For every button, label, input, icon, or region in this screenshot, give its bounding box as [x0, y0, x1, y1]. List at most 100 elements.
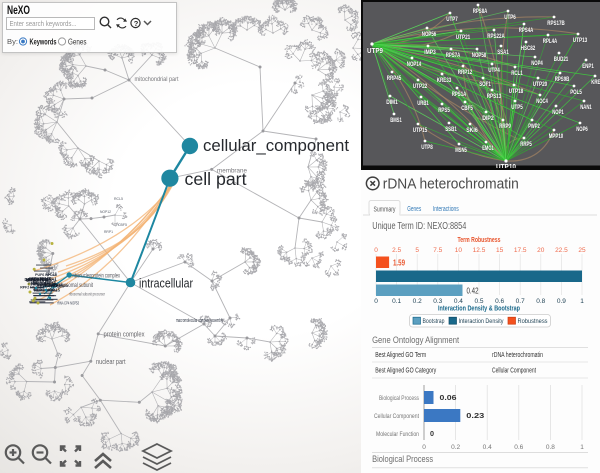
- svg-text:NOP58: NOP58: [472, 52, 487, 59]
- svg-text:0.1: 0.1: [392, 298, 401, 305]
- svg-text:RPL16A NOP2: RPL16A NOP2: [31, 282, 60, 287]
- svg-text:0.7: 0.7: [516, 298, 525, 305]
- svg-text:NOP4: NOP4: [531, 60, 543, 67]
- svg-text:Biological Process: Biological Process: [379, 395, 419, 402]
- svg-text:NAN1: NAN1: [580, 104, 592, 111]
- svg-text:RPS9B: RPS9B: [555, 76, 570, 83]
- svg-text:Summary: Summary: [374, 207, 396, 214]
- svg-text:RCL1: RCL1: [511, 70, 523, 77]
- svg-text:7.5: 7.5: [433, 247, 442, 254]
- svg-text:0.8: 0.8: [536, 298, 545, 305]
- svg-text:KRE33: KRE33: [437, 77, 452, 84]
- svg-text:0: 0: [374, 247, 378, 254]
- svg-text:MPP10: MPP10: [549, 133, 564, 140]
- svg-text:RLP24 RPL26: RLP24 RPL26: [37, 283, 65, 288]
- svg-text:DIM1: DIM1: [386, 99, 398, 106]
- svg-text:RPS5: RPS5: [438, 107, 450, 114]
- svg-text:SOF1: SOF1: [479, 81, 491, 88]
- svg-text:0.2: 0.2: [413, 298, 422, 305]
- svg-text:0: 0: [430, 429, 434, 438]
- svg-text:UTP5: UTP5: [511, 104, 523, 111]
- svg-text:Interaction Density: Interaction Density: [459, 318, 505, 325]
- svg-text:0.3: 0.3: [433, 298, 442, 305]
- svg-text:NOP12 RPL4A: NOP12 RPL4A: [40, 283, 64, 287]
- svg-text:Gene Ontology Alignment: Gene Ontology Alignment: [372, 335, 459, 345]
- svg-text:12.5: 12.5: [473, 247, 486, 254]
- svg-text:cell part: cell part: [185, 169, 247, 189]
- svg-text:RPF2 NSA2: RPF2 NSA2: [20, 286, 39, 290]
- svg-text:0.4: 0.4: [483, 444, 492, 451]
- svg-text:Unique Term ID: NEXO:8854: Unique Term ID: NEXO:8854: [372, 221, 466, 232]
- svg-text:POL5: POL5: [570, 89, 582, 96]
- svg-text:15: 15: [496, 247, 504, 254]
- svg-text:MSN5: MSN5: [455, 147, 467, 154]
- svg-text:Interactions: Interactions: [433, 206, 459, 213]
- svg-text:UTP22: UTP22: [413, 83, 428, 90]
- svg-text:1: 1: [580, 444, 584, 451]
- svg-text:UTP9: UTP9: [367, 48, 383, 55]
- svg-text:BRX1 RPL35: BRX1 RPL35: [33, 282, 55, 286]
- svg-text:PWP2: PWP2: [528, 123, 540, 130]
- svg-text:NOP12: NOP12: [100, 209, 112, 214]
- svg-text:CBF5: CBF5: [118, 222, 128, 227]
- svg-text:20: 20: [537, 247, 545, 254]
- svg-text:SSB1: SSB1: [445, 126, 457, 133]
- svg-text:0.2: 0.2: [451, 444, 460, 451]
- svg-text:0.6: 0.6: [495, 298, 504, 305]
- svg-text:22.5: 22.5: [555, 247, 568, 254]
- svg-text:RPS17B: RPS17B: [547, 20, 565, 27]
- svg-text:UTP21: UTP21: [456, 34, 471, 41]
- svg-text:5: 5: [415, 247, 419, 254]
- svg-text:ribonucleoprotein complex: ribonucleoprotein complex: [73, 273, 121, 280]
- svg-text:1: 1: [580, 298, 584, 305]
- svg-text:nuclear part: nuclear part: [96, 357, 126, 366]
- svg-text:DBP10 TIF6: DBP10 TIF6: [25, 277, 49, 282]
- svg-text:rRNA CP4 NOP53: rRNA CP4 NOP53: [57, 301, 79, 306]
- svg-text:Cellular Component: Cellular Component: [374, 413, 419, 420]
- svg-text:RPS1A: RPS1A: [452, 91, 467, 98]
- svg-text:RPS7A: RPS7A: [446, 52, 461, 59]
- svg-text:2.5: 2.5: [392, 247, 401, 254]
- svg-text:SKI6: SKI6: [466, 127, 478, 134]
- svg-text:ENP1: ENP1: [582, 63, 594, 70]
- svg-text:SPB4 RPL8B: SPB4 RPL8B: [29, 276, 52, 280]
- svg-text:RPS8A: RPS8A: [473, 8, 488, 15]
- svg-text:Keywords: Keywords: [30, 37, 57, 47]
- svg-text:?: ?: [134, 19, 139, 28]
- svg-text:DRS1 NOC2: DRS1 NOC2: [33, 278, 57, 283]
- svg-text:UTP8: UTP8: [421, 144, 433, 151]
- svg-text:Cellular Component: Cellular Component: [492, 368, 536, 375]
- svg-text:RRS1 RPL11: RRS1 RPL11: [26, 278, 48, 282]
- svg-text:IMP3: IMP3: [424, 49, 436, 56]
- svg-text:SSA1: SSA1: [497, 49, 509, 56]
- svg-text:intracellular: intracellular: [139, 277, 193, 291]
- svg-text:By:: By:: [7, 37, 18, 46]
- svg-text:RPS22A: RPS22A: [487, 33, 505, 40]
- svg-text:rDNA heterochromatin: rDNA heterochromatin: [492, 352, 543, 359]
- svg-text:0.4: 0.4: [454, 298, 463, 305]
- svg-text:MAK21 RRP5: MAK21 RRP5: [31, 281, 53, 285]
- svg-text:1.59: 1.59: [393, 259, 405, 268]
- svg-text:RPL33A: RPL33A: [33, 281, 47, 285]
- svg-text:NOC4: NOC4: [536, 98, 548, 105]
- svg-text:NeXO: NeXO: [7, 3, 30, 17]
- svg-text:NOG2 NSA1: NOG2 NSA1: [31, 277, 57, 282]
- svg-text:RPS1A: RPS1A: [46, 272, 57, 278]
- svg-text:NOP56: NOP56: [422, 31, 437, 38]
- svg-text:UTP4: UTP4: [488, 67, 500, 74]
- svg-text:RPL2A: RPL2A: [28, 282, 42, 287]
- svg-text:UTP6: UTP6: [504, 14, 516, 21]
- svg-text:Best Aligned GO Category: Best Aligned GO Category: [375, 368, 436, 375]
- svg-text:17.5: 17.5: [514, 247, 527, 254]
- svg-text:mitochondrial part: mitochondrial part: [135, 76, 179, 83]
- svg-text:macromolecular complex assembl: macromolecular complex assembly: [176, 318, 223, 324]
- svg-text:protein complex: protein complex: [104, 330, 145, 339]
- svg-text:Bootstrap: Bootstrap: [423, 318, 445, 325]
- svg-text:RPS4A: RPS4A: [519, 27, 534, 34]
- svg-text:PUF6 RPL43: PUF6 RPL43: [35, 273, 56, 277]
- svg-text:RCL5: RCL5: [114, 196, 124, 201]
- svg-text:UTP20: UTP20: [533, 81, 548, 88]
- svg-text:0.8: 0.8: [546, 444, 555, 451]
- svg-text:ribosomal subunit precursor: ribosomal subunit precursor: [69, 292, 105, 297]
- svg-text:RRP5: RRP5: [520, 141, 532, 148]
